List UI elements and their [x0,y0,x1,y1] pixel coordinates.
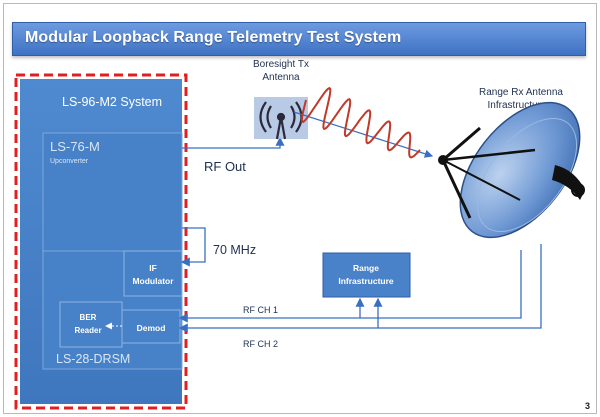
if-loop-line [180,227,206,267]
if-loop: 70 MHz [180,227,256,267]
if-modulator-line2: Modulator [132,276,174,286]
system-dashed-border [14,73,188,410]
rf-ch2-line [178,244,542,333]
tx-antenna-line2: Antenna [262,72,300,83]
if-modulator: IF Modulator [123,250,183,297]
upconverter-module: LS-76-M Upconverter [42,132,183,252]
rf-out-label: RF Out [204,159,246,174]
rf-ch1-label: RF CH 1 [243,305,278,315]
rx-antenna-line2: Infrastructure [488,100,547,111]
slide-title: Modular Loopback Range Telemetry Test Sy… [25,29,402,46]
range-infra-box [322,252,411,298]
upconverter-name: LS-76-M [50,139,100,154]
rf-ch1-line [178,250,522,323]
page-number: 3 [584,401,590,411]
range-infra-line1: Range [353,263,379,273]
rf-ch2-label: RF CH 2 [243,339,278,349]
rf-channel-paths [178,244,542,333]
range-infrastructure: Range Infrastructure [322,252,411,298]
satellite-dish-icon [438,101,585,239]
ber-reader-box [59,301,123,348]
ber-reader-line2: Reader [74,326,101,335]
range-infra-line2: Infrastructure [338,276,394,286]
rx-antenna: Range Rx Antenna Infrastructure [438,87,585,239]
drsm-name: LS-28-DRSM [56,352,130,366]
antenna-icon [259,101,303,140]
rf-out-path: RF Out [182,136,285,174]
wave-axis-arrow [293,111,434,158]
if-freq-label: 70 MHz [213,243,256,257]
tx-antenna-line1: Boresight Tx [253,59,309,70]
rf-signal-wave [293,86,434,159]
system-name: LS-96-M2 System [62,95,162,109]
demod-label: Demod [137,323,166,333]
if-modulator-box [123,250,183,297]
ber-demod-group: BER Reader Demod [59,301,181,348]
tx-antenna: Boresight Tx Antenna [253,59,309,140]
wave-line [300,86,421,159]
upconverter-sub: Upconverter [50,158,89,165]
upconverter-box [42,132,183,252]
title-bar: Modular Loopback Range Telemetry Test Sy… [12,22,586,56]
if-modulator-line1: IF [149,263,157,273]
rf-out-line [182,136,285,149]
rx-antenna-line1: Range Rx Antenna [479,87,563,98]
ber-reader-line1: BER [80,313,97,322]
